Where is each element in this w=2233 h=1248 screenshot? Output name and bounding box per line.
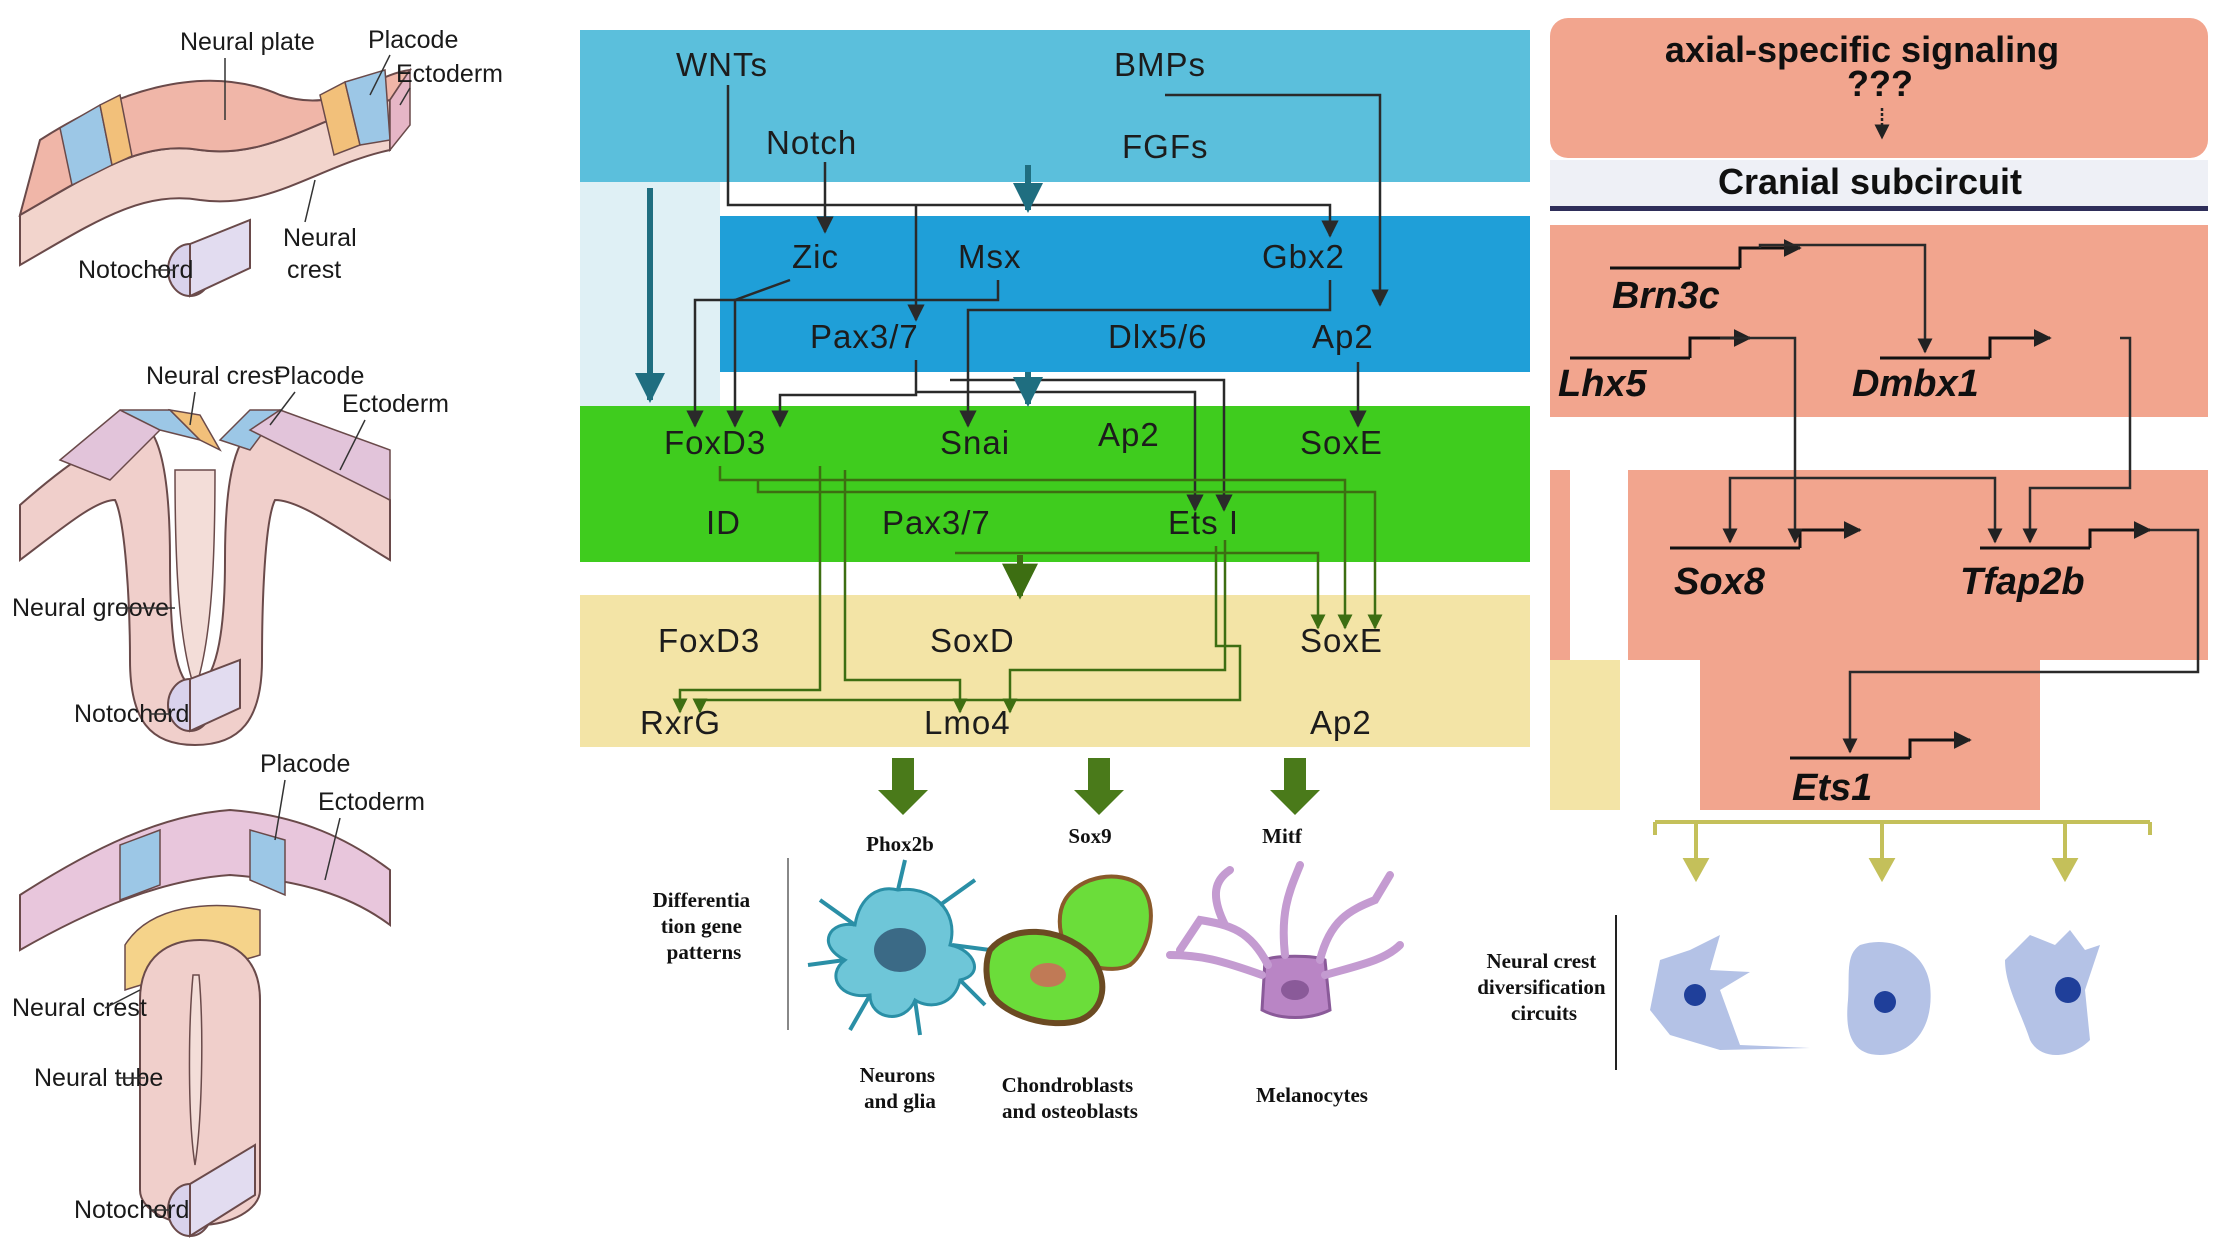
gene-dmbx1: Dmbx1	[1852, 363, 1979, 405]
marker-mitf: Mitf	[1262, 824, 1303, 848]
gene-pax37-border: Pax3/7	[810, 318, 919, 355]
diversification-label-l3: circuits	[1511, 1001, 1577, 1025]
gene-wnts: WNTs	[676, 46, 768, 83]
cell-neurons-glia: Neurons and glia	[860, 1063, 941, 1113]
gene-notch: Notch	[766, 124, 857, 161]
panel-a-neurulation: Neural plate Placode Ectoderm Neural cre…	[12, 26, 503, 1238]
label-neural-crest-top: Neural crest	[283, 224, 364, 284]
label-neural-crest-top-l1: Neural	[283, 224, 357, 252]
label-ectoderm-bottom: Ectoderm	[318, 788, 425, 816]
label-neural-crest-mid: Neural crest	[146, 362, 281, 390]
differentiation-label-l3: patterns	[667, 940, 742, 964]
gene-foxd3-eff: FoxD3	[658, 622, 760, 659]
neural-tube-stage: Placode Ectoderm Neural crest Neural tub…	[12, 750, 425, 1238]
gene-gbx2: Gbx2	[1262, 238, 1345, 275]
label-neural-crest-top-l2: crest	[287, 256, 341, 284]
panel-b-gene-regulatory-network: WNTs BMPs Notch FGFs Zic Msx Gbx2 Pax3/7…	[580, 30, 1530, 1123]
label-notochord-mid: Notochord	[74, 700, 189, 728]
gene-bmps: BMPs	[1114, 46, 1206, 83]
differentiation-label: Differentia tion gene patterns	[653, 888, 756, 964]
gene-id: ID	[706, 504, 741, 541]
cranial-subcircuit-title: Cranial subcircuit	[1718, 161, 2022, 202]
cell-chondroblasts: Chondroblasts and osteoblasts	[1002, 1073, 1139, 1123]
panel-c-cranial-subcircuit: axial-specific signaling ??? Cranial sub…	[1477, 18, 2208, 1070]
differentiation-arrows	[878, 758, 1320, 815]
gene-ap2-eff: Ap2	[1310, 704, 1372, 741]
gene-lmo4: Lmo4	[924, 704, 1011, 741]
label-notochord-top: Notochord	[78, 256, 193, 284]
gene-ets1-circuit: Ets1	[1792, 767, 1872, 809]
melanocyte-cell-illustration	[1166, 861, 1404, 1019]
effector-arrows	[672, 466, 1383, 714]
diversification-label-l1: Neural crest	[1486, 949, 1596, 973]
cell-melanocytes: Melanocytes	[1256, 1083, 1368, 1107]
signals-band	[580, 30, 1530, 182]
label-neural-plate: Neural plate	[180, 28, 315, 56]
axial-signaling-box	[1550, 18, 2208, 158]
neural-groove-stage: Neural crest Placode Ectoderm Neural gro…	[12, 362, 449, 747]
axial-signaling-question: ???	[1847, 63, 1913, 104]
label-ectoderm-mid: Ectoderm	[342, 390, 449, 418]
label-placode-mid: Placode	[274, 362, 364, 390]
gene-soxe-spec: SoxE	[1300, 424, 1383, 461]
specifier-band	[580, 406, 1530, 562]
gene-fgfs: FGFs	[1122, 128, 1208, 165]
diversification-label-l2: diversification	[1477, 975, 1606, 999]
gene-ap2-border: Ap2	[1312, 318, 1374, 355]
promoter-glyphs	[1570, 239, 2152, 760]
gene-soxe-eff: SoxE	[1300, 622, 1383, 659]
gene-snai: Snai	[940, 424, 1010, 461]
marker-sox9: Sox9	[1068, 824, 1111, 848]
diversification-label: Neural crest diversification circuits	[1477, 949, 1611, 1025]
label-placode-top: Placode	[368, 26, 458, 54]
cell-neurons-glia-l1: Neurons	[860, 1063, 935, 1087]
gene-brn3c: Brn3c	[1612, 275, 1720, 317]
cell-chondroblasts-l1: Chondroblasts	[1002, 1073, 1134, 1097]
gene-pax37-spec: Pax3/7	[882, 504, 991, 541]
gene-lhx5: Lhx5	[1558, 363, 1648, 405]
axial-signaling-title: axial-specific signaling	[1665, 29, 2059, 70]
differentiation-label-l1: Differentia	[653, 888, 751, 912]
label-neural-crest-bottom: Neural crest	[12, 994, 147, 1022]
gene-ets1-spec: Ets I	[1168, 504, 1239, 541]
gene-dlx56: Dlx5/6	[1108, 318, 1208, 355]
teal-arrows	[635, 165, 1043, 407]
gene-soxd: SoxD	[930, 622, 1015, 659]
label-notochord-bottom: Notochord	[74, 1196, 189, 1224]
gene-zic: Zic	[792, 238, 839, 275]
gene-tfap2b: Tfap2b	[1960, 561, 2085, 603]
border-band	[720, 216, 1530, 372]
neural-plate-stage: Neural plate Placode Ectoderm Neural cre…	[18, 26, 503, 298]
gene-sox8: Sox8	[1674, 561, 1766, 603]
cell-chondroblasts-l2: and osteoblasts	[1002, 1099, 1138, 1123]
differentiation-label-l2: tion gene	[661, 914, 742, 938]
gene-foxd3-spec: FoxD3	[664, 424, 766, 461]
subcircuit-arrows	[1720, 243, 2200, 754]
cell-neurons-glia-l2: and glia	[864, 1089, 936, 1113]
chondroblast-cell-illustration	[983, 874, 1153, 1027]
gene-msx: Msx	[958, 238, 1022, 275]
marker-phox2b: Phox2b	[866, 832, 934, 856]
crest-derivative-cells	[1650, 930, 2100, 1055]
gene-ap2-spec: Ap2	[1098, 416, 1160, 453]
label-ectoderm-top: Ectoderm	[396, 60, 503, 88]
neuron-cell-illustration	[807, 859, 991, 1036]
diversification-arrows	[1653, 820, 2152, 883]
label-placode-bottom: Placode	[260, 750, 350, 778]
